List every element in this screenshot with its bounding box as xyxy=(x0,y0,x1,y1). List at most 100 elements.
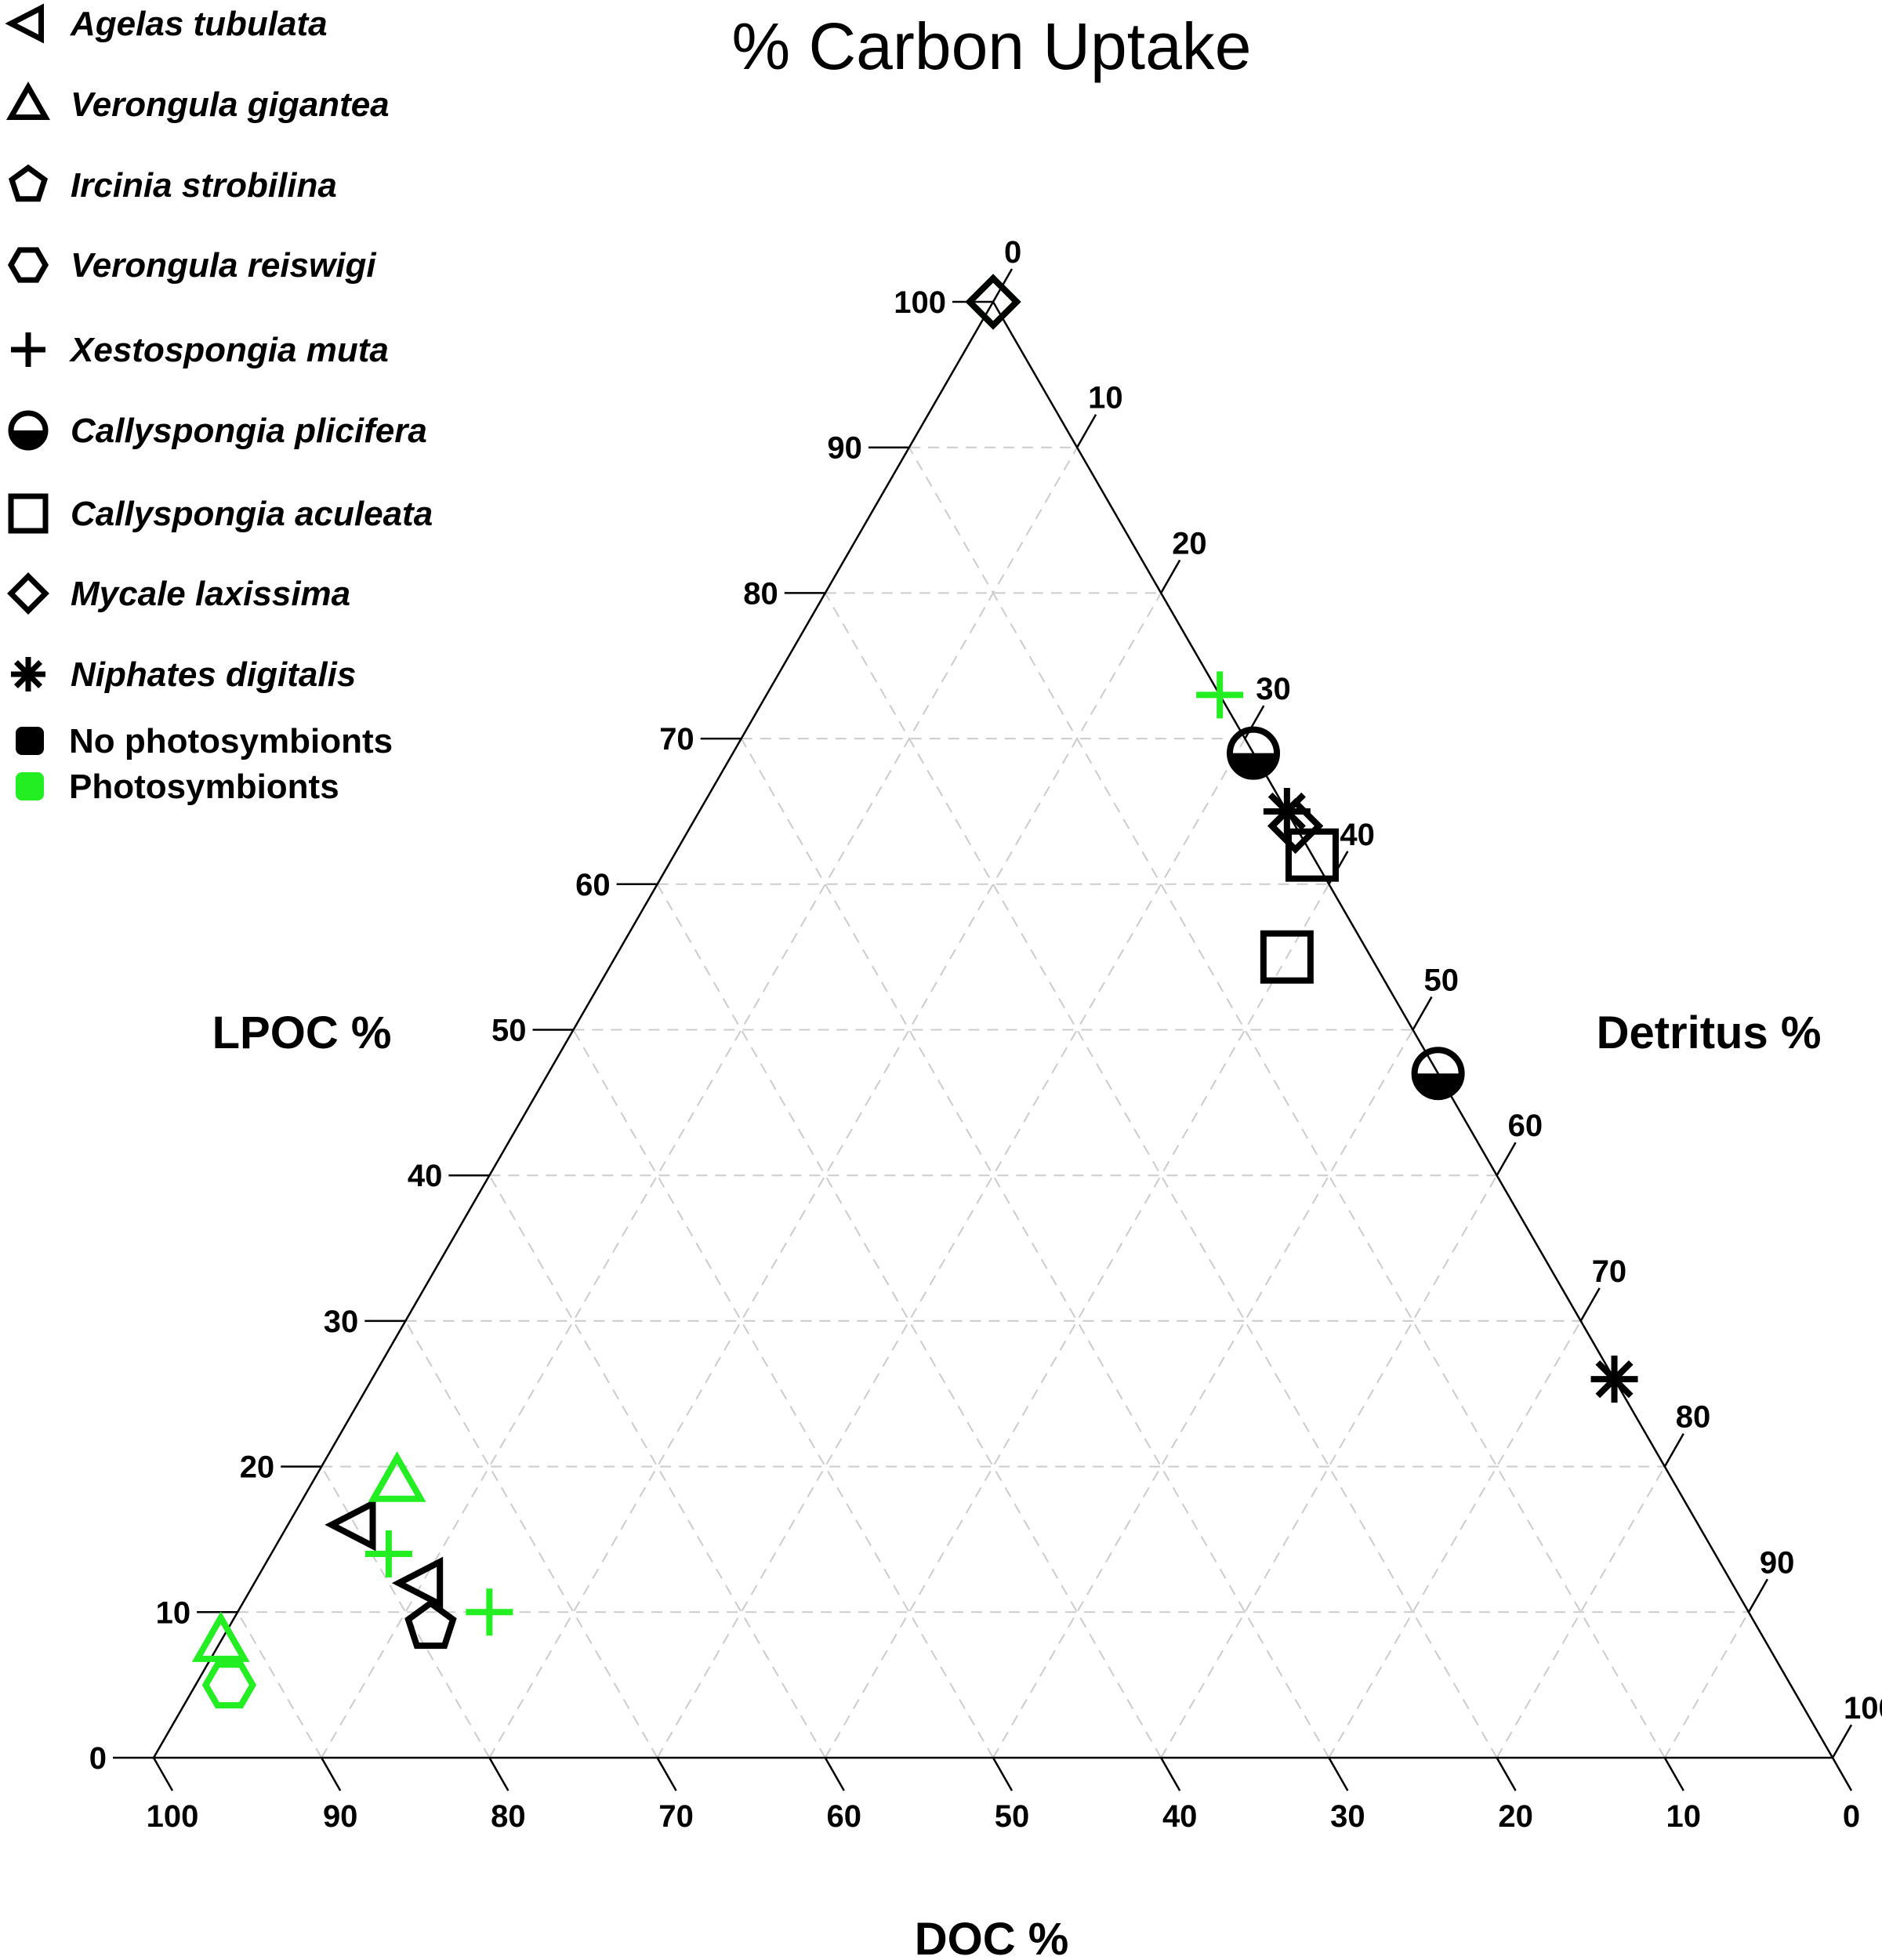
legend-species-label: Callyspongia plicifera xyxy=(71,412,427,450)
data-point xyxy=(965,274,1021,330)
grid-line xyxy=(740,738,1330,1759)
bottom-tick-label: 0 xyxy=(1843,1799,1860,1834)
bottom-tick-label: 10 xyxy=(1666,1799,1702,1834)
left-tick-label: 30 xyxy=(324,1305,359,1339)
left-tick-label: 60 xyxy=(575,868,611,902)
bottom-tick-label: 80 xyxy=(491,1799,526,1834)
grid-line xyxy=(321,447,1078,1759)
right-tick-label: 30 xyxy=(1256,672,1291,706)
bottom-tick xyxy=(656,1757,677,1791)
grid-line xyxy=(404,1320,658,1759)
right-tick xyxy=(1076,414,1097,448)
legend-group-label: Photosymbionts xyxy=(69,768,339,806)
right-tick xyxy=(1160,559,1181,594)
data-point xyxy=(368,1451,426,1502)
bottom-tick-label: 60 xyxy=(827,1799,862,1834)
data-point xyxy=(191,1611,250,1662)
legend-species-label: Xestospongia muta xyxy=(68,331,389,369)
grid-line xyxy=(572,1029,994,1759)
data-point xyxy=(325,1498,376,1552)
left-tick-label: 50 xyxy=(491,1014,527,1048)
bottom-tick-label: 20 xyxy=(1498,1799,1533,1834)
grid-lines xyxy=(237,446,1750,1759)
data-point xyxy=(391,1556,444,1610)
left-axis-title: LPOC % xyxy=(212,1007,392,1058)
legend-species-label: Mycale laxissima xyxy=(71,575,350,613)
legend-species-label: Agelas tubulata xyxy=(70,5,328,43)
bottom-tick xyxy=(152,1757,174,1791)
grid-line xyxy=(488,592,1162,1759)
bottom-tick xyxy=(321,1757,342,1791)
data-point xyxy=(466,1588,513,1636)
right-tick-label: 20 xyxy=(1172,526,1207,561)
bottom-tick xyxy=(992,1757,1014,1791)
right-tick-label: 60 xyxy=(1508,1109,1543,1143)
bottom-tick-label: 40 xyxy=(1162,1799,1198,1834)
legend-species-label: Verongula gigantea xyxy=(71,85,390,124)
data-point xyxy=(1590,1356,1638,1403)
right-tick xyxy=(1663,1432,1684,1468)
triangle-left-marker xyxy=(5,3,44,44)
tick-marks: 0010010109020208030307040406050505060604… xyxy=(89,235,1882,1834)
data-point xyxy=(1411,1047,1465,1101)
grid-line xyxy=(908,447,1666,1759)
right-tick xyxy=(1496,1142,1517,1176)
chart-title: % Carbon Uptake xyxy=(731,9,1251,83)
right-tick xyxy=(1412,996,1433,1031)
left-tick-label: 70 xyxy=(659,722,694,757)
grid-line xyxy=(992,1029,1414,1759)
diamond-marker xyxy=(7,572,49,615)
right-axis-title: Detritus % xyxy=(1597,1007,1822,1058)
left-tick-label: 90 xyxy=(827,431,862,466)
legend-species-label: Callyspongia aculeata xyxy=(71,495,433,533)
bottom-tick xyxy=(488,1757,509,1791)
pentagon-marker xyxy=(8,164,49,202)
right-tick-label: 70 xyxy=(1592,1254,1627,1289)
data-point xyxy=(201,1661,257,1709)
legend-group-swatch xyxy=(16,772,44,800)
grid-line xyxy=(1328,1320,1582,1759)
right-tick-label: 90 xyxy=(1760,1545,1795,1580)
left-tick-label: 20 xyxy=(240,1450,275,1485)
right-tick xyxy=(1747,1578,1768,1613)
half-circle-marker xyxy=(8,410,49,451)
right-tick xyxy=(1831,1724,1853,1759)
data-point xyxy=(1285,828,1339,882)
bottom-tick xyxy=(1663,1757,1684,1791)
bottom-axis-title: DOC % xyxy=(915,1914,1069,1960)
left-tick-label: 80 xyxy=(743,576,778,611)
plus-marker xyxy=(11,332,45,367)
right-tick-label: 100 xyxy=(1844,1691,1882,1726)
right-tick-label: 40 xyxy=(1340,818,1375,852)
bottom-tick xyxy=(1496,1757,1517,1791)
data-point xyxy=(404,1599,457,1650)
right-tick-label: 80 xyxy=(1676,1400,1711,1435)
bottom-tick xyxy=(1160,1757,1181,1791)
legend-species-label: Verongula reiswigi xyxy=(71,246,376,285)
bottom-tick-label: 30 xyxy=(1330,1799,1365,1834)
left-tick-label: 10 xyxy=(156,1595,191,1630)
asterisk-marker xyxy=(11,657,45,691)
right-tick-label: 0 xyxy=(1004,235,1021,270)
bottom-tick xyxy=(824,1757,845,1791)
data-point xyxy=(1227,726,1281,780)
legend-group-swatch xyxy=(16,727,44,755)
legend-species-label: Niphates digitalis xyxy=(71,655,356,694)
right-tick-label: 10 xyxy=(1088,381,1123,416)
data-points xyxy=(191,274,1638,1709)
hexagon-marker xyxy=(7,247,49,283)
bottom-tick-label: 50 xyxy=(995,1799,1030,1834)
grid-line xyxy=(1663,1611,1750,1759)
bottom-tick-label: 70 xyxy=(658,1799,694,1834)
bottom-tick-label: 100 xyxy=(147,1799,199,1834)
bottom-tick xyxy=(1328,1757,1349,1791)
bottom-tick xyxy=(1831,1757,1853,1791)
grid-line xyxy=(237,1611,323,1759)
data-point xyxy=(1196,671,1244,719)
bottom-tick-label: 90 xyxy=(323,1799,358,1834)
legend-species-label: Ircinia strobilina xyxy=(71,166,337,205)
left-tick-label: 0 xyxy=(89,1741,107,1776)
grid-line xyxy=(824,592,1498,1759)
